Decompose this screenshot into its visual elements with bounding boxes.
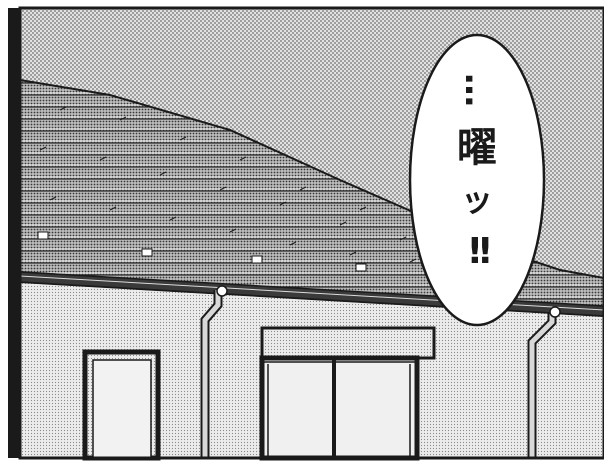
speech-bubble — [408, 33, 546, 327]
window-left — [82, 349, 161, 461]
roof-snow-guards — [37, 231, 367, 272]
sliding-door — [259, 326, 436, 461]
panel-border-left — [8, 8, 20, 458]
shutter-box — [260, 326, 436, 360]
downspout-left — [200, 285, 228, 458]
panel-border — [18, 6, 604, 460]
downspout-right — [527, 306, 561, 458]
roof-tiles — [39, 106, 417, 263]
